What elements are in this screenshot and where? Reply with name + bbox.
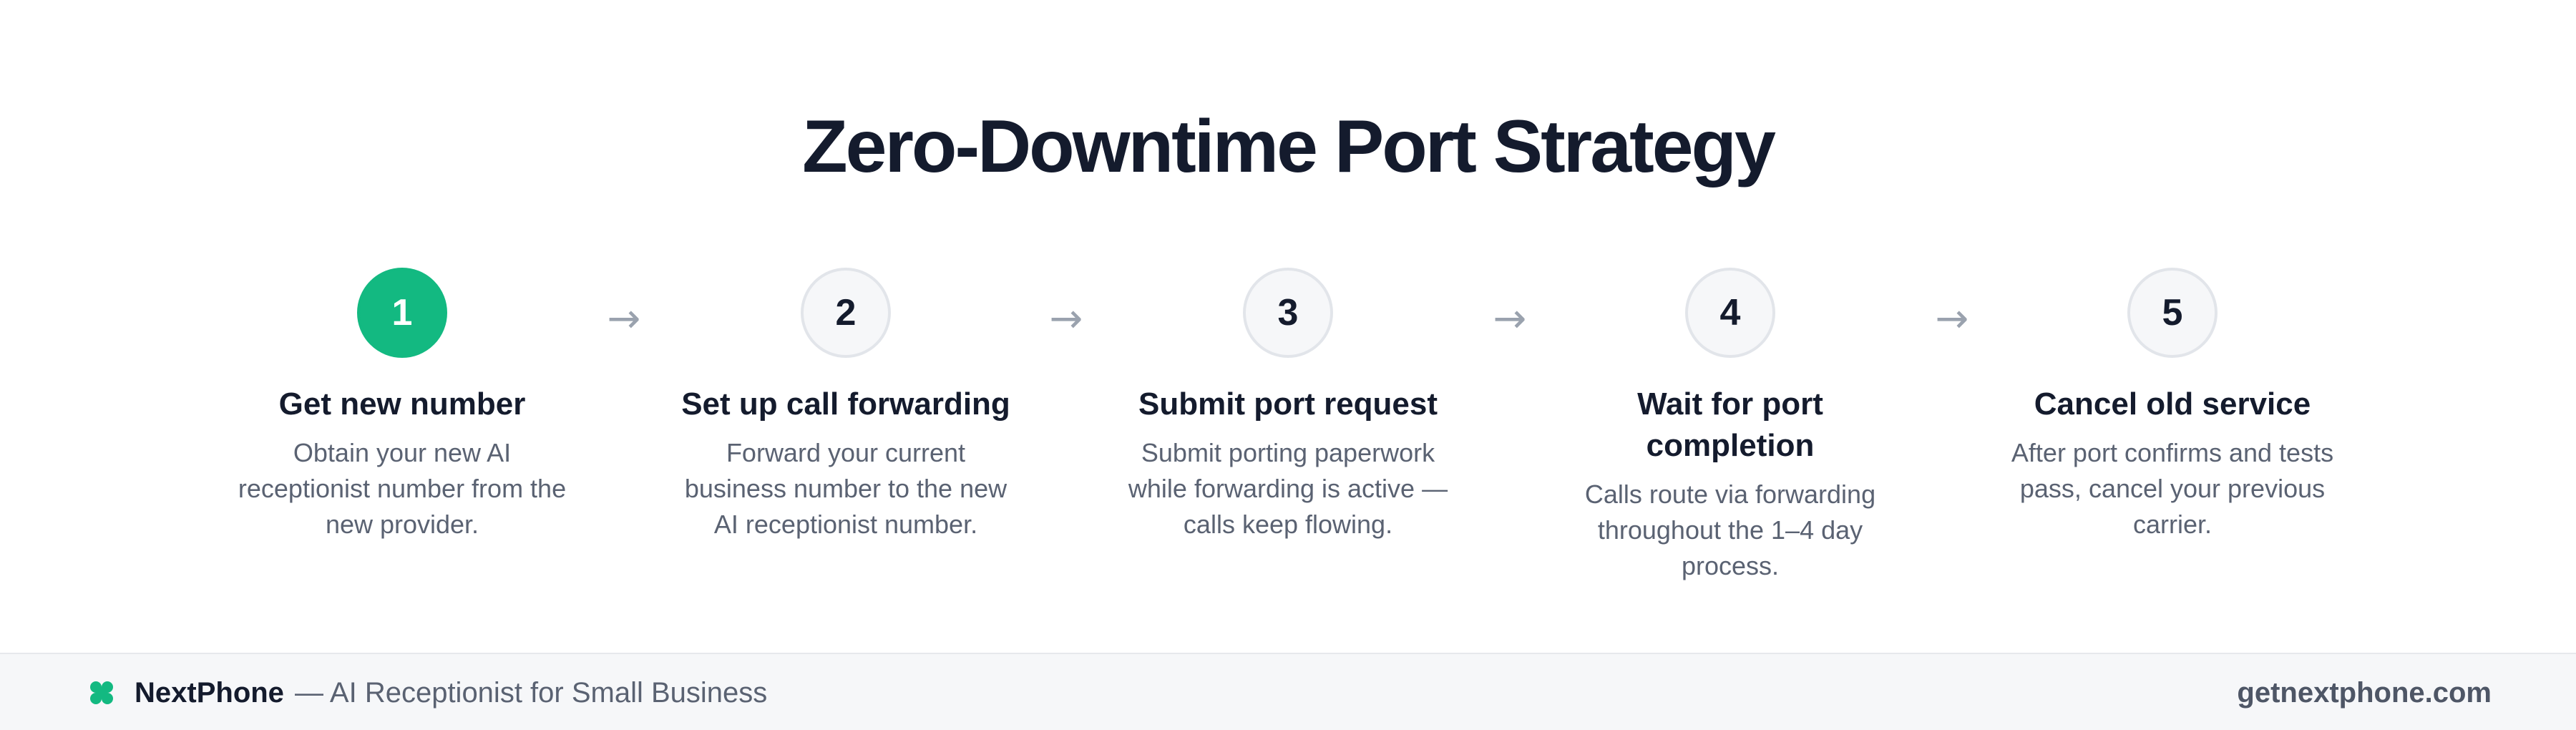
step-2: 2 Set up call forwarding Forward your cu… xyxy=(653,268,1039,542)
step-4: 4 Wait for port completion Calls route v… xyxy=(1537,268,1923,584)
step-2-title: Set up call forwarding xyxy=(681,386,1010,422)
step-1-title: Get new number xyxy=(278,386,526,422)
arrow-right-icon: → xyxy=(1493,296,1527,342)
step-5-title: Cancel old service xyxy=(2034,386,2311,422)
step-3-description: Submit porting paperwork while forwardin… xyxy=(1128,438,1448,539)
step-1: 1 Get new number Obtain your new AI rece… xyxy=(209,268,595,542)
step-2-description: Forward your current business number to … xyxy=(684,438,1008,539)
step-3-number-badge: 3 xyxy=(1243,268,1333,358)
step-3: 3 Submit port request Submit porting pap… xyxy=(1095,268,1481,542)
brand-tagline: — AI Receptionist for Small Business xyxy=(295,677,768,709)
brand-name: NextPhone xyxy=(135,677,284,709)
step-1-description: Obtain your new AI receptionist number f… xyxy=(238,438,567,539)
arrow-right-icon: → xyxy=(607,296,641,342)
footer: NextPhone — AI Receptionist for Small Bu… xyxy=(0,653,2576,730)
clover-icon xyxy=(90,681,113,704)
website-link[interactable]: getnextphone.com xyxy=(2237,677,2492,709)
step-3-title: Submit port request xyxy=(1138,386,1438,422)
step-5-number-badge: 5 xyxy=(2127,268,2218,358)
step-4-title: Wait for port completion xyxy=(1637,386,1823,463)
arrow-right-icon: → xyxy=(1935,296,1969,342)
arrow-right-icon: → xyxy=(1049,296,1083,342)
step-2-number-badge: 2 xyxy=(801,268,891,358)
page-title: Zero-Downtime Port Strategy xyxy=(802,105,1776,188)
step-5-description: After port confirms and tests pass, canc… xyxy=(2011,438,2334,539)
step-5: 5 Cancel old service After port confirms… xyxy=(1979,268,2366,542)
step-4-number-badge: 4 xyxy=(1685,268,1775,358)
steps-row: 1 Get new number Obtain your new AI rece… xyxy=(0,268,2576,580)
step-1-number-badge: 1 xyxy=(357,268,447,358)
step-4-description: Calls route via forwarding throughout th… xyxy=(1584,480,1876,580)
